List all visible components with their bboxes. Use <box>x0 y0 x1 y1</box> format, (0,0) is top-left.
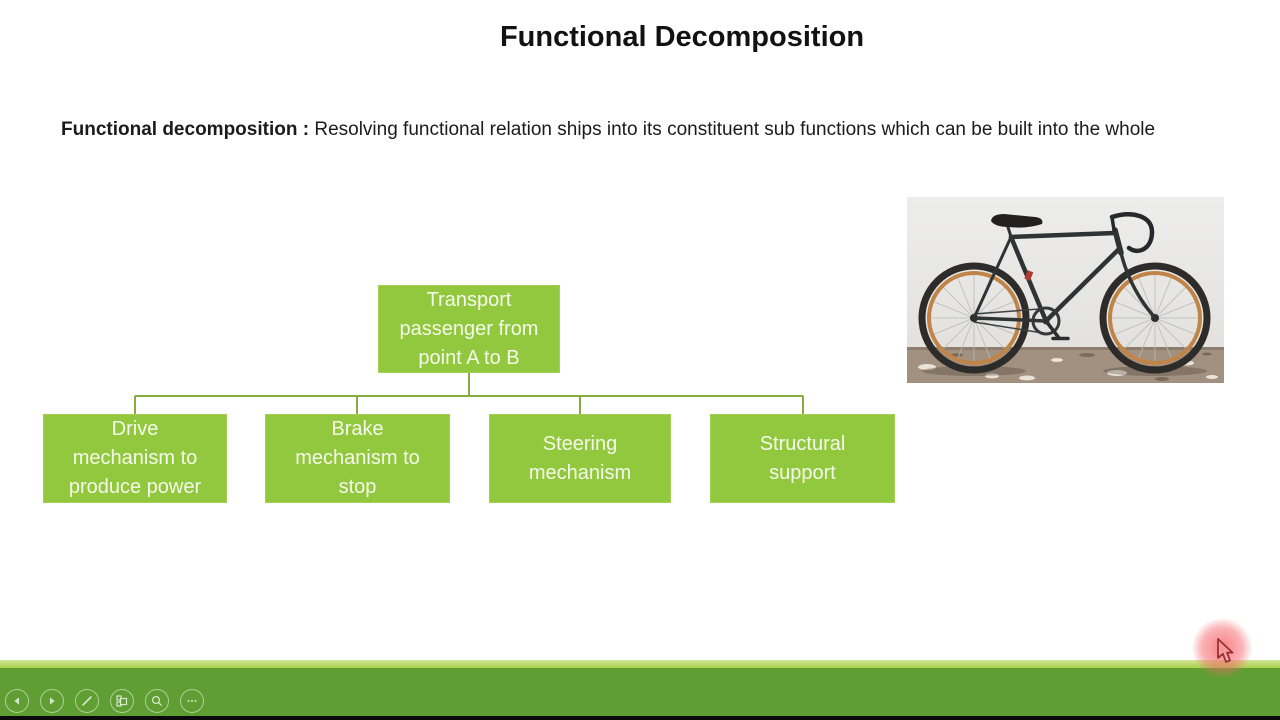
node-text-line: support <box>769 461 836 484</box>
front-wheel <box>1099 262 1211 374</box>
see-all-slides-button[interactable] <box>110 689 134 713</box>
bicycle-photo <box>907 197 1224 383</box>
see-all-slides-icon <box>116 695 128 707</box>
zoom-slide-button[interactable] <box>145 689 169 713</box>
bottom-green-bar <box>0 668 1280 716</box>
node-text-line: Drive <box>111 418 159 440</box>
more-options-icon <box>186 695 198 707</box>
definition-body: Resolving functional relation ships into… <box>309 119 1156 140</box>
diagram-node-structural-support: Structural support <box>710 414 895 503</box>
saddle <box>991 214 1043 228</box>
node-text-line: mechanism to <box>295 447 420 469</box>
node-text-line: mechanism <box>528 461 632 484</box>
node-text-line: stop <box>338 476 377 498</box>
pen-tools-button[interactable] <box>75 689 99 713</box>
bottom-accent-strip <box>0 660 1280 668</box>
bottom-black-edge <box>0 716 1280 720</box>
node-text-line: passenger from <box>399 317 539 340</box>
previous-slide-icon <box>11 695 23 707</box>
diagram-node-steering-mechanism: Steering mechanism <box>489 414 671 503</box>
more-options-button[interactable] <box>180 689 204 713</box>
slideshow-toolbar <box>5 689 204 713</box>
diagram-node-drive-mechanism: Drive mechanism to produce power <box>43 414 227 503</box>
node-text-line: Structural <box>759 432 846 455</box>
definition-paragraph: Functional decomposition : Resolving fun… <box>61 116 1216 144</box>
node-text-line: mechanism to <box>72 447 198 469</box>
node-text-line: Transport <box>426 288 512 311</box>
next-slide-button[interactable] <box>40 689 64 713</box>
node-text-line: point A to B <box>418 346 520 369</box>
diagram-node-root: Transport passenger from point A to B <box>378 285 560 373</box>
slide-title: Functional Decomposition <box>499 21 865 53</box>
zoom-slide-icon <box>151 695 163 707</box>
pen-tools-icon <box>81 695 93 707</box>
previous-slide-button[interactable] <box>5 689 29 713</box>
node-text-line: Steering <box>542 432 618 455</box>
bicycle-illustration <box>918 212 1211 374</box>
diagram-node-brake-mechanism: Brake mechanism to stop <box>265 414 450 503</box>
definition-term: Functional decomposition : <box>61 119 310 140</box>
rear-wheel <box>918 262 1030 374</box>
node-text-line: produce power <box>68 476 202 498</box>
node-text-line: Brake <box>331 418 384 440</box>
handlebar <box>1109 212 1155 254</box>
next-slide-icon <box>46 695 58 707</box>
